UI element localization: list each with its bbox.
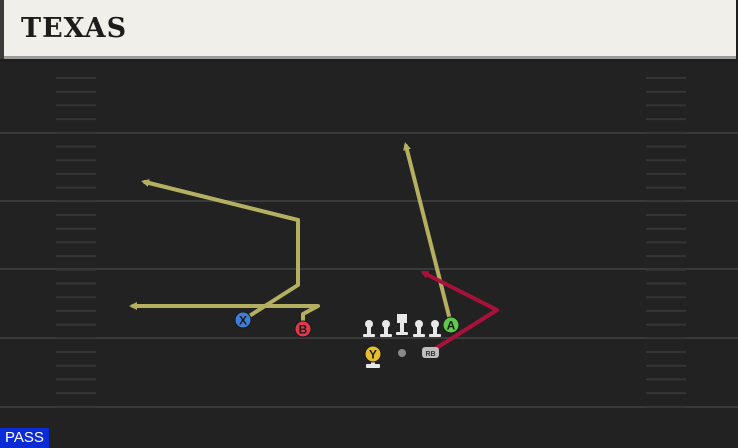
play-type-badge: PASS <box>0 428 49 448</box>
route-b <box>129 302 320 330</box>
route-x <box>141 179 300 322</box>
field <box>0 62 738 448</box>
qb-marker <box>398 349 406 357</box>
player-x-label: X <box>239 314 247 328</box>
lineman-icon <box>380 320 392 337</box>
player-b-label: B <box>299 323 308 337</box>
lineman-icon <box>413 320 425 337</box>
title-card: TEXAS <box>0 0 736 59</box>
lineman-icon <box>429 320 441 337</box>
hash-marks <box>56 77 686 408</box>
lineman-icon <box>363 320 375 337</box>
center-icon <box>396 314 408 335</box>
player-y-label: Y <box>369 348 377 362</box>
player-b: B <box>294 320 312 338</box>
offensive-line <box>363 314 441 337</box>
player-a: A <box>442 316 460 334</box>
player-a-label: A <box>447 319 456 333</box>
route-rb <box>420 271 499 354</box>
player-y: Y <box>364 345 382 368</box>
play-title: TEXAS <box>21 13 128 44</box>
rb-label: RB <box>425 351 435 358</box>
yard-lines <box>0 132 738 408</box>
rb-marker: RB <box>422 347 439 358</box>
route-a <box>403 142 453 326</box>
header-bar: TEXAS <box>0 0 738 62</box>
player-x: X <box>234 311 252 329</box>
